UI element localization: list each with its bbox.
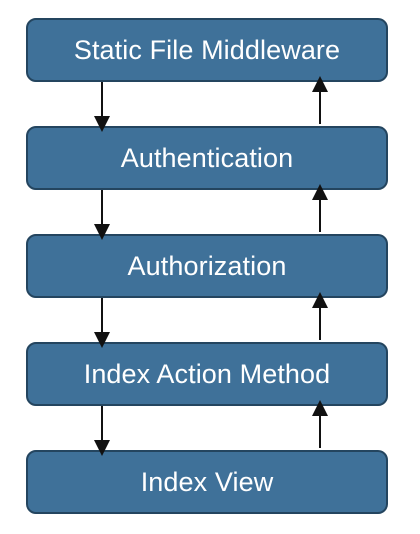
authentication-box: Authentication	[26, 126, 388, 190]
authorization-label: Authorization	[127, 250, 287, 281]
static-file-middleware-label: Static File Middleware	[73, 34, 341, 65]
index-action-method-box: Index Action Method	[26, 342, 388, 406]
authentication-label: Authentication	[120, 142, 294, 173]
index-action-method-label: Index Action Method	[83, 358, 331, 389]
static-file-middleware-box: Static File Middleware	[26, 18, 388, 82]
authorization-box: Authorization	[26, 234, 388, 298]
index-view-box: Index View	[26, 450, 388, 514]
index-view-label: Index View	[140, 466, 274, 497]
